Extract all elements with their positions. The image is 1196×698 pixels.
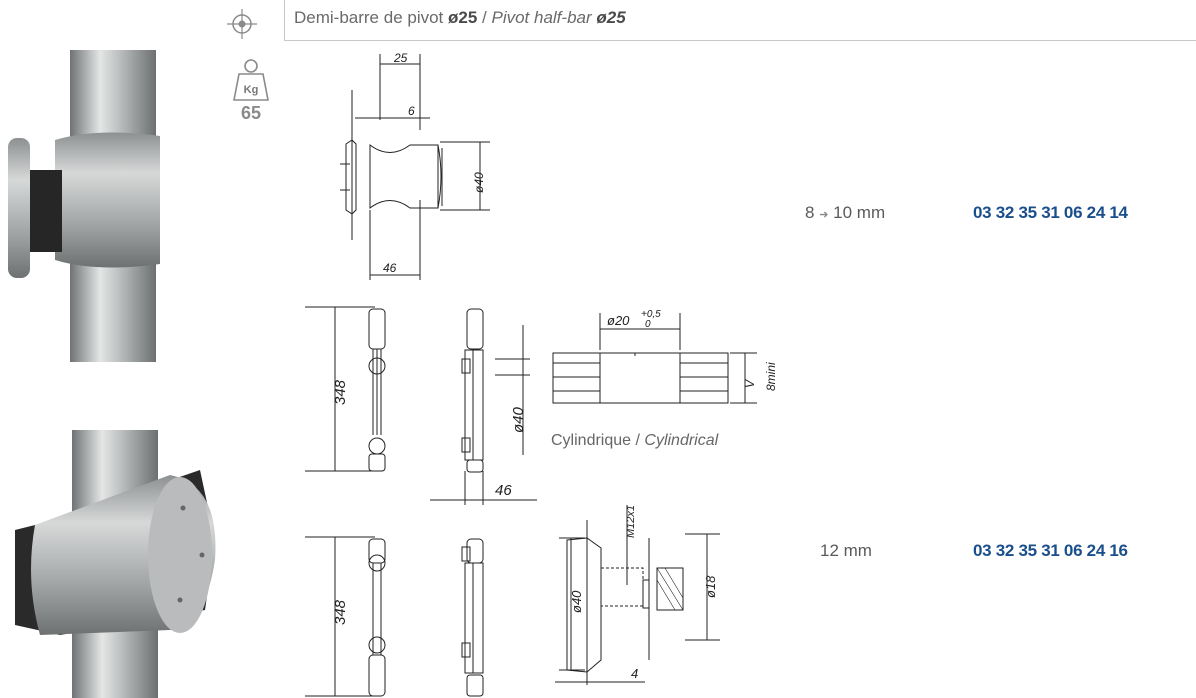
svg-text:46: 46 xyxy=(383,261,397,275)
svg-text:ø40: ø40 xyxy=(472,172,486,193)
range-row-1: 8 ➜ 10 mm xyxy=(805,203,885,223)
range-from: 8 xyxy=(805,203,815,222)
product-code-2: 03 32 35 31 06 24 16 xyxy=(973,541,1128,560)
weight-value: 65 xyxy=(240,103,262,123)
range-row-2: 12 mm xyxy=(820,541,872,560)
drawing-bar-bottom: 348 xyxy=(305,536,484,697)
title-en: Pivot half-bar xyxy=(491,8,592,27)
product-code-1: 03 32 35 31 06 24 14 xyxy=(973,203,1128,222)
product-photo-bottom xyxy=(15,430,216,698)
svg-text:ø40: ø40 xyxy=(510,406,527,433)
svg-text:348: 348 xyxy=(332,379,349,405)
svg-text:V: V xyxy=(743,379,757,388)
header-divider xyxy=(284,0,285,40)
title-separator: / xyxy=(477,8,492,27)
title-fr: Demi-barre de pivot xyxy=(294,8,444,27)
weight-unit: Kg xyxy=(244,84,259,96)
header-rule xyxy=(284,40,1196,41)
svg-text:ø20: ø20 xyxy=(607,313,630,328)
caption: Cylindrique / Cylindrical xyxy=(551,432,718,450)
caption-separator: / xyxy=(631,432,645,449)
range-arrow-icon: ➜ xyxy=(819,209,829,221)
product-photo-top xyxy=(8,50,160,362)
title-fr-size: ø25 xyxy=(448,8,478,27)
svg-text:348: 348 xyxy=(332,599,349,625)
svg-text:6: 6 xyxy=(408,104,415,118)
drawing-side-view: 25 6 ø40 46 xyxy=(340,51,490,280)
caption-fr: Cylindrique xyxy=(551,432,632,449)
svg-text:46: 46 xyxy=(495,482,512,499)
range-to: 10 mm xyxy=(833,203,886,222)
svg-text:M12x1: M12x1 xyxy=(625,505,637,538)
drawing-bolt-detail: M12x1 ø40 ø18 4 xyxy=(555,505,720,685)
crosshair-icon xyxy=(227,9,257,39)
page-title: Demi-barre de pivot ø25 / Pivot half-bar… xyxy=(294,8,626,28)
svg-text:ø40: ø40 xyxy=(569,590,584,613)
svg-text:ø18: ø18 xyxy=(703,575,718,598)
svg-text:8mini: 8mini xyxy=(764,362,775,391)
caption-en: Cylindrical xyxy=(644,432,719,449)
svg-text:0: 0 xyxy=(645,319,651,330)
svg-text:4: 4 xyxy=(631,666,638,681)
weight-icon: Kg xyxy=(233,59,269,101)
drawing-bar-front: 348 ø40 46 xyxy=(305,306,537,505)
title-en-size: ø25 xyxy=(596,8,626,27)
svg-text:+0,5: +0,5 xyxy=(641,309,661,320)
svg-text:25: 25 xyxy=(393,51,408,65)
drawing-glass-section: ø20 +0,5 0 V 8mini xyxy=(552,309,775,404)
